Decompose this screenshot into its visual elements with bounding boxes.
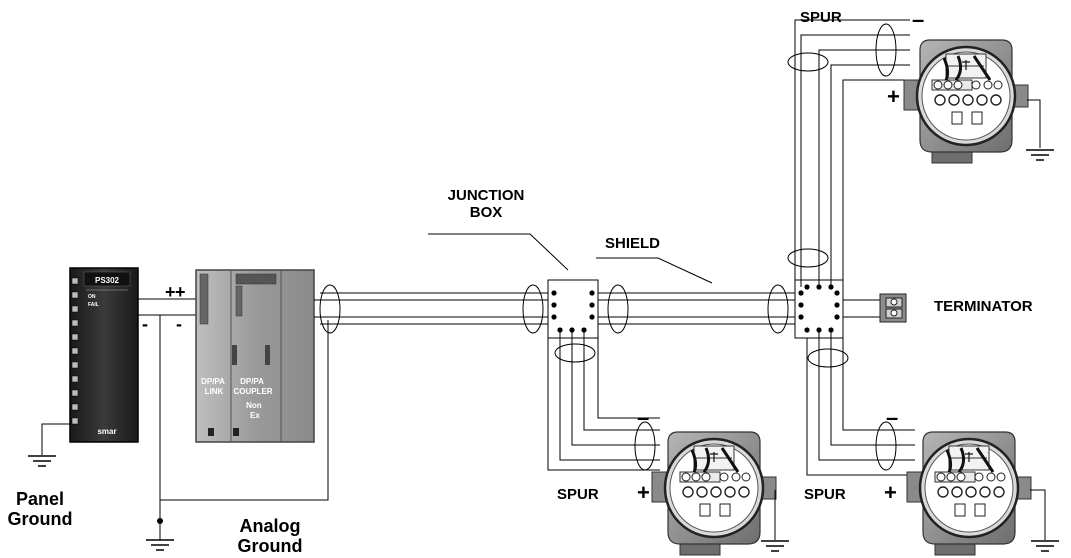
junction-box-line-1: JUNCTION: [447, 187, 525, 204]
spur-plus-sign: +: [884, 480, 897, 505]
spur-minus-sign: –: [637, 405, 649, 430]
transmitter-top: [902, 38, 1030, 165]
panel-ground-line-1: Panel: [15, 489, 65, 509]
analog-ground-line-2: Ground: [237, 535, 303, 556]
panel-ground-label: Panel Ground: [0, 489, 80, 530]
plus-sign: +: [175, 282, 186, 302]
spur-label-bottom-right: SPUR: [804, 486, 846, 503]
link-label: DP/PA LINK: [201, 377, 227, 396]
polarity-signs: + - + - – + – + – +: [142, 7, 924, 505]
trunk-cable: [320, 292, 880, 325]
spur-minus-sign: –: [886, 405, 898, 430]
ground-icon: [1025, 149, 1055, 161]
ground-icon: [760, 540, 790, 552]
minus-sign: -: [142, 314, 148, 334]
analog-ground-label: Analog Ground: [220, 516, 320, 557]
spur-label-bottom-left: SPUR: [557, 486, 599, 503]
spur-cable-bottom-left: [547, 330, 660, 471]
ground-icon: [27, 455, 57, 467]
spur-plus-sign: +: [637, 480, 650, 505]
power-supply: PS302 ON FAIL smar: [69, 267, 139, 443]
non-ex-label: Non Ex: [246, 401, 264, 420]
ps-model-label: PS302: [95, 276, 120, 285]
transmitter-bottom-left: [650, 430, 778, 557]
transmitter-grounds: [774, 99, 1046, 540]
ps-led-on: ON: [88, 294, 96, 300]
junction-box-1: [547, 279, 599, 339]
leader-lines: [428, 233, 713, 284]
ground-icon: [145, 539, 175, 551]
ground-icon: [1030, 540, 1060, 552]
plus-sign: +: [165, 282, 176, 302]
analog-ground-line-1: Analog: [239, 516, 301, 536]
minus-sign: -: [176, 314, 182, 334]
ps-brand: smar: [97, 427, 116, 436]
transmitter-bottom-right: [905, 430, 1033, 557]
power-wires: [41, 298, 329, 523]
dp-pa-module: DP/PA LINK DP/PA COUPLER Non Ex: [195, 269, 315, 443]
junction-box-2: [794, 279, 844, 339]
terminator-label: TERMINATOR: [934, 298, 1033, 315]
spur-cable-top: [794, 19, 910, 287]
spur-plus-sign: +: [887, 84, 900, 109]
spur-minus-sign: –: [912, 7, 924, 32]
terminator-device: [879, 293, 907, 323]
junction-box-label: JUNCTION BOX: [430, 187, 542, 221]
junction-box-line-2: BOX: [469, 203, 503, 221]
analog-ground-node: [157, 518, 163, 524]
panel-ground-line-2: Ground: [7, 508, 73, 529]
coupler-label: DP/PA COUPLER: [233, 377, 272, 396]
shield-label: SHIELD: [605, 235, 661, 252]
ps-led-fail: FAIL: [88, 302, 99, 308]
spur-cable-bottom-right: [806, 330, 915, 476]
spur-label-top: SPUR: [800, 9, 842, 26]
module-output-wires: [314, 299, 322, 318]
